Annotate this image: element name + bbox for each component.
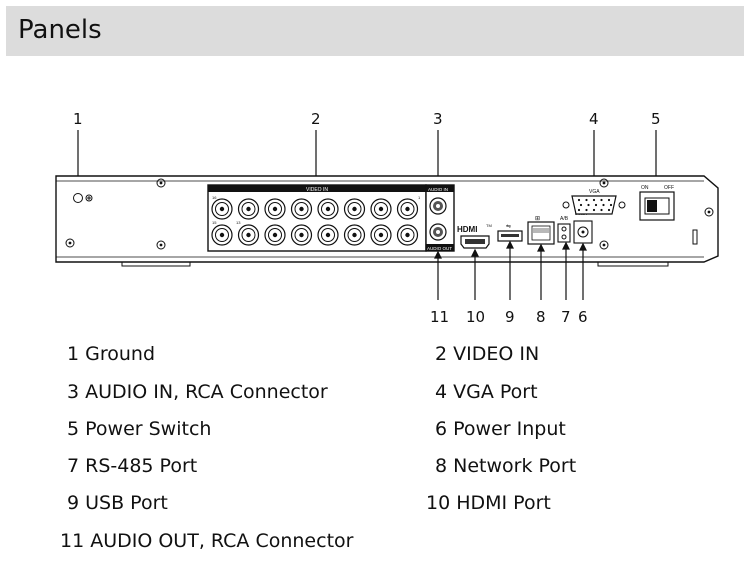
hdmi-tm: TM: [486, 223, 492, 228]
bnc-connector: [370, 198, 392, 220]
legend-item-vga: 4 VGA Port: [435, 381, 538, 403]
callout-9: 9: [505, 308, 515, 326]
vga-pin: [585, 198, 588, 202]
bnc-connector: [290, 224, 313, 246]
video-top-left-number: 16: [212, 195, 217, 200]
vga-pin: [587, 203, 590, 207]
switch-off-label: OFF: [664, 185, 674, 191]
bnc-connector: [343, 224, 366, 246]
legend-item-power-input: 6 Power Input: [435, 418, 566, 440]
callout-8: 8: [536, 308, 546, 326]
vga-pin: [602, 203, 605, 207]
vga-pin: [579, 203, 583, 207]
vga-pin: [592, 198, 596, 202]
bnc-connector: [211, 224, 233, 246]
bnc-connector: [370, 224, 392, 246]
bottom-callout-lines: [434, 240, 587, 300]
svg-text:⊞: ⊞: [535, 216, 540, 222]
ab-label: A/B: [560, 216, 569, 222]
video-bottom-left-number: 15: [212, 220, 217, 225]
rs485-port: A/B: [557, 216, 571, 243]
video-bottom-second-number: 13: [236, 220, 241, 225]
callout-7: 7: [561, 308, 571, 326]
video-in-label: VIDEO IN: [306, 187, 328, 193]
vga-pin: [585, 208, 588, 212]
page-title: Panels: [18, 15, 102, 45]
bnc-connector: [317, 198, 339, 220]
legend-item-network: 8 Network Port: [435, 455, 577, 477]
legend-item-usb: 9 USB Port: [67, 492, 168, 514]
callout-11: 11: [430, 308, 449, 326]
svg-text:⇋: ⇋: [506, 223, 511, 230]
legend-item-audio-in: 3 AUDIO IN, RCA Connector: [67, 381, 328, 403]
vga-port: VGA: [562, 189, 626, 215]
callout-2: 2: [311, 110, 321, 128]
callout-3: 3: [433, 110, 443, 128]
header-bar: Panels: [6, 6, 744, 56]
power-switch: ON OFF: [639, 185, 675, 221]
bnc-connector: [237, 224, 260, 246]
legend-item-ground: 1 Ground: [67, 343, 156, 365]
callout-4: 4: [589, 110, 599, 128]
bnc-top-row: [211, 198, 419, 220]
bnc-connector: [211, 198, 233, 220]
callout-1: 1: [73, 110, 83, 128]
legend-item-rs485: 7 RS-485 Port: [67, 455, 198, 477]
audio-in-label: AUDIO IN: [428, 187, 448, 192]
vga-pin: [607, 198, 611, 202]
bnc-connector: [396, 198, 419, 220]
bnc-connector: [290, 198, 313, 220]
vga-pin: [577, 198, 581, 202]
vga-pin: [609, 203, 613, 207]
bnc-bottom-row: [211, 224, 419, 246]
bnc-connector: [396, 224, 419, 246]
bnc-connector: [264, 224, 286, 246]
legend-item-video-in: 2 VIDEO IN: [435, 343, 540, 365]
video-in-block: VIDEO IN 16 1 15 13: [207, 184, 427, 252]
vga-pin: [600, 198, 603, 202]
vga-pin: [594, 203, 598, 207]
vga-pin: [592, 208, 596, 212]
legend-item-hdmi: 10 HDMI Port: [426, 492, 551, 514]
bnc-connector: [343, 198, 366, 220]
vga-label: VGA: [589, 189, 600, 195]
legend-item-audio-out: 11 AUDIO OUT, RCA Connector: [60, 530, 354, 552]
switch-on-label: ON: [641, 185, 649, 191]
bnc-connector: [237, 198, 260, 220]
bnc-connector: [264, 198, 286, 220]
ground-terminal: [73, 193, 93, 203]
bnc-connector: [317, 224, 339, 246]
audio-block: AUDIO IN AUDIO OUT: [425, 184, 455, 252]
rear-panel-diagram: 1 2 3 4 5 VIDEO IN 16: [55, 110, 719, 326]
video-top-right-number: 1: [418, 195, 421, 200]
vga-pin: [607, 208, 611, 212]
callout-5: 5: [651, 110, 661, 128]
callout-10: 10: [466, 308, 485, 326]
callout-6: 6: [578, 308, 588, 326]
audio-out-label: AUDIO OUT: [427, 246, 452, 251]
legend-item-power-switch: 5 Power Switch: [67, 418, 212, 440]
hdmi-logo: HDMI: [457, 225, 477, 234]
vga-pin: [600, 208, 603, 212]
hdmi-port: HDMI TM: [457, 223, 492, 249]
vga-pin: [577, 208, 581, 212]
